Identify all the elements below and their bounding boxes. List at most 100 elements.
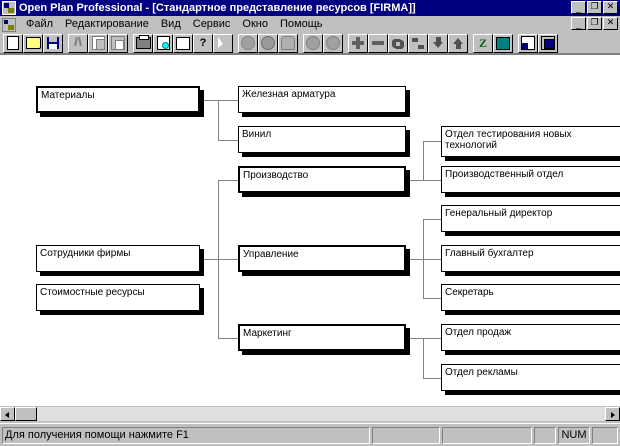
cut-button[interactable] bbox=[68, 33, 88, 53]
resource-node-vinil[interactable]: Винил bbox=[238, 126, 406, 153]
paste-button[interactable] bbox=[108, 33, 128, 53]
resource-node-upravlenie[interactable]: Управление bbox=[238, 245, 406, 272]
status-panel-1 bbox=[372, 426, 440, 444]
move-up-button[interactable] bbox=[448, 33, 468, 53]
status-panel-2 bbox=[442, 426, 532, 444]
close-button[interactable]: ✕ bbox=[603, 1, 618, 14]
scrollbar-track[interactable] bbox=[15, 406, 605, 421]
resource-node-otdel-reklamy[interactable]: Отдел рекламы bbox=[441, 364, 620, 391]
menu-item-file[interactable]: Файл bbox=[26, 18, 54, 30]
resource-node-label: Секретарь bbox=[445, 287, 494, 298]
document-icon[interactable] bbox=[2, 17, 16, 32]
table-view-button[interactable] bbox=[493, 33, 513, 53]
resource-node-label: Отдел тестирования новых технологий bbox=[445, 129, 572, 151]
grid-icon bbox=[496, 36, 510, 50]
menu-bar: Файл Редактирование Вид Сервис Окно Помо… bbox=[0, 16, 620, 34]
print-preview-button[interactable] bbox=[153, 33, 173, 53]
resource-globe-button[interactable] bbox=[258, 33, 278, 53]
resource-node-label: Маркетинг bbox=[243, 328, 292, 339]
minus-icon bbox=[372, 37, 384, 49]
open-folder-icon bbox=[25, 37, 41, 49]
link-button[interactable] bbox=[388, 33, 408, 53]
resource-node-otdel-prodazh[interactable]: Отдел продаж bbox=[441, 324, 620, 351]
new-button[interactable] bbox=[3, 33, 23, 53]
scroll-right-icon[interactable] bbox=[605, 406, 620, 421]
copy-button[interactable] bbox=[88, 33, 108, 53]
steps-button[interactable] bbox=[408, 33, 428, 53]
mdi-minimize-button[interactable]: _ bbox=[571, 17, 586, 30]
resource-node-label: Главный бухгалтер bbox=[445, 248, 534, 259]
menu-item-view[interactable]: Вид bbox=[160, 18, 181, 30]
horizontal-scrollbar[interactable] bbox=[0, 405, 620, 421]
minimize-icon: _ bbox=[575, 19, 581, 29]
move-down-button[interactable] bbox=[428, 33, 448, 53]
add-button[interactable] bbox=[348, 33, 368, 53]
circle-icon bbox=[306, 36, 320, 50]
menu-item-help[interactable]: Помощь bbox=[279, 18, 323, 30]
scroll-left-icon[interactable] bbox=[0, 406, 15, 421]
minimize-icon: _ bbox=[575, 3, 581, 13]
restore-button[interactable]: ❐ bbox=[587, 1, 602, 14]
zigzag-button[interactable]: Z bbox=[473, 33, 493, 53]
resource-node-proizv-otdel[interactable]: Производственный отдел bbox=[441, 166, 620, 193]
tree-connector bbox=[218, 338, 238, 339]
title-bar[interactable]: Open Plan Professional - [Стандартное пр… bbox=[0, 0, 620, 16]
resource-circle3-button[interactable] bbox=[323, 33, 343, 53]
menu-item-edit[interactable]: Редактирование bbox=[65, 18, 149, 30]
resource-dome-button[interactable] bbox=[278, 33, 298, 53]
tree-connector bbox=[423, 180, 441, 181]
resource-round-button[interactable] bbox=[238, 33, 258, 53]
cascade-windows-icon bbox=[541, 36, 555, 50]
scroll-thumb[interactable] bbox=[15, 406, 37, 421]
window-title: Open Plan Professional - [Стандартное пр… bbox=[19, 2, 416, 14]
tree-connector bbox=[423, 141, 441, 142]
minimize-button[interactable]: _ bbox=[571, 1, 586, 14]
resource-node-zhel-armatura[interactable]: Железная арматура bbox=[238, 86, 406, 113]
tile-windows-button[interactable] bbox=[518, 33, 538, 53]
menu-item-window[interactable]: Окно bbox=[242, 18, 268, 30]
resource-node-glav-buh[interactable]: Главный бухгалтер bbox=[441, 245, 620, 272]
remove-button[interactable] bbox=[368, 33, 388, 53]
resource-node-proizvodstvo[interactable]: Производство bbox=[238, 166, 406, 193]
sort-icon bbox=[176, 36, 190, 50]
tree-connector bbox=[423, 219, 424, 298]
tree-connector bbox=[423, 338, 424, 378]
context-help-button[interactable] bbox=[213, 33, 233, 53]
tree-connector bbox=[218, 100, 219, 141]
tree-connector bbox=[423, 378, 441, 379]
resource-node-label: Винил bbox=[242, 129, 272, 140]
save-button[interactable] bbox=[43, 33, 63, 53]
mdi-restore-button[interactable]: ❐ bbox=[587, 17, 602, 30]
link-icon bbox=[392, 38, 404, 49]
arrow-down-icon bbox=[432, 37, 444, 49]
resource-node-gen-director[interactable]: Генеральный директор bbox=[441, 205, 620, 232]
tree-connector bbox=[423, 219, 441, 220]
cascade-windows-button[interactable] bbox=[538, 33, 558, 53]
resource-node-sotrudniki[interactable]: Сотрудники фирмы bbox=[36, 245, 200, 272]
restore-icon: ❐ bbox=[590, 1, 599, 11]
zigzag-icon: Z bbox=[478, 36, 487, 50]
menu-item-tools[interactable]: Сервис bbox=[192, 18, 231, 30]
tree-connector bbox=[200, 259, 218, 260]
resource-circle2-button[interactable] bbox=[303, 33, 323, 53]
status-panel-5 bbox=[592, 426, 618, 444]
resource-node-marketing[interactable]: Маркетинг bbox=[238, 324, 406, 351]
resource-node-otdel-test[interactable]: Отдел тестирования новых технологий bbox=[441, 126, 620, 157]
print-button[interactable] bbox=[133, 33, 153, 53]
sort-button[interactable] bbox=[173, 33, 193, 53]
circle-icon bbox=[326, 36, 340, 50]
plus-icon bbox=[352, 37, 364, 49]
help-button[interactable]: ? bbox=[193, 33, 213, 53]
tree-connector bbox=[218, 180, 238, 181]
resource-node-sekretar[interactable]: Секретарь bbox=[441, 284, 620, 311]
resource-node-materialy[interactable]: Материалы bbox=[36, 86, 200, 113]
tree-connector bbox=[218, 140, 238, 141]
dome-icon bbox=[281, 36, 295, 50]
tree-connector bbox=[200, 100, 218, 101]
open-button[interactable] bbox=[23, 33, 43, 53]
tree-connector bbox=[423, 141, 424, 180]
resource-node-stoim-res[interactable]: Стоимостные ресурсы bbox=[36, 284, 200, 311]
resource-node-label: Производство bbox=[243, 170, 309, 181]
mdi-close-button[interactable]: ✕ bbox=[603, 17, 618, 30]
